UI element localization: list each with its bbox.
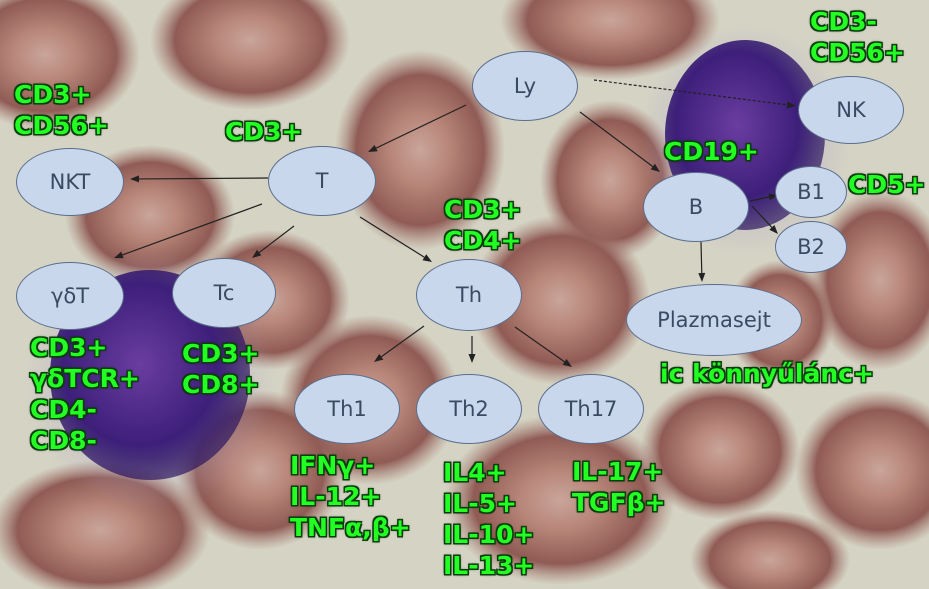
- diagram-arrows: [114, 79, 796, 367]
- arrow-t-tc: [252, 225, 295, 258]
- marker-th: CD3+ CD4+: [444, 195, 522, 255]
- marker-b1: CD5+: [848, 170, 926, 199]
- arrow-th-th2: [468, 336, 476, 363]
- arrow-b-plazma: [698, 241, 706, 282]
- node-nk: NK: [798, 76, 904, 144]
- node-th1: Th1: [294, 374, 400, 444]
- arrow-ly-t: [368, 104, 467, 152]
- node-th17: Th17: [538, 374, 644, 444]
- node-tc: Tc: [172, 258, 276, 328]
- marker-th2: IL4+ IL-5+ IL-10+ IL-13+: [443, 458, 535, 580]
- arrow-ly-b: [579, 111, 660, 172]
- node-t: T: [268, 146, 376, 216]
- node-b2: B2: [775, 221, 847, 273]
- arrow-t-nkt: [130, 175, 269, 183]
- node-b: B: [643, 172, 749, 242]
- arrow-ly-nk: [593, 79, 796, 109]
- marker-th17: IL-17+ TGFβ+: [572, 457, 666, 517]
- node-th2: Th2: [416, 374, 522, 444]
- marker-nk: CD3- CD56+: [810, 7, 905, 67]
- marker-nkt: CD3+ CD56+: [14, 80, 109, 140]
- arrow-th-th17: [514, 326, 572, 367]
- arrow-b-b2: [751, 205, 778, 234]
- arrow-t-gdt: [114, 203, 263, 259]
- node-ly: Ly: [472, 51, 578, 121]
- marker-t: CD3+: [225, 117, 303, 146]
- marker-gdt: CD3+ γδTCR+ CD4- CD8-: [30, 333, 140, 455]
- node-gdt: γδT: [16, 262, 124, 330]
- arrow-th-th1: [374, 325, 425, 362]
- marker-th1: IFNγ+ IL-12+ TNFα,β+: [290, 451, 411, 542]
- node-th: Th: [416, 259, 522, 331]
- node-plazmasejt: Plazmasejt: [626, 284, 802, 356]
- marker-b: CD19+: [664, 137, 759, 166]
- node-nkt: NKT: [16, 148, 124, 216]
- marker-tc: CD3+ CD8+: [182, 339, 260, 399]
- node-b1: B1: [775, 166, 847, 218]
- marker-plazmasejt: ic könnyűlánc+: [660, 359, 874, 388]
- arrow-t-th: [359, 216, 432, 262]
